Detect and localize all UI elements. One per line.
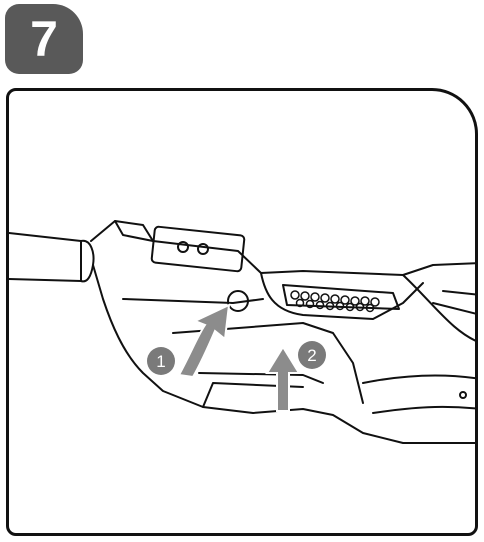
latch (227, 290, 249, 312)
curved-up-arrow-icon (177, 303, 231, 379)
marker-2: 2 (298, 341, 326, 369)
grille-holes (290, 290, 380, 313)
straight-up-arrow-icon (265, 345, 301, 412)
marker-1-label: 1 (156, 352, 165, 371)
marker-2-label: 2 (307, 346, 316, 365)
illustration-frame: 1 2 (6, 88, 478, 536)
marker-1: 1 (147, 347, 175, 375)
shaft (9, 232, 82, 282)
vent-grille (282, 284, 400, 310)
tool-illustration: 1 2 (9, 220, 475, 444)
step-number: 7 (30, 11, 58, 67)
step-badge: 7 (5, 4, 83, 74)
handle-top (90, 220, 475, 276)
switch-plate (150, 225, 246, 273)
handle-body (92, 264, 475, 444)
